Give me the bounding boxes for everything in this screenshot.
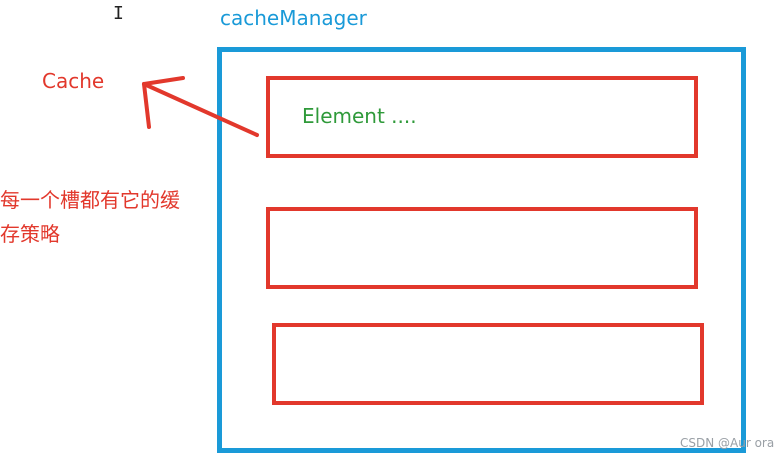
cache-policy-note: 每一个槽都有它的缓存策略 (0, 188, 180, 246)
cache-slot-2 (266, 207, 698, 289)
cache-label: Cache (42, 69, 105, 93)
arrow-head-lower (142, 82, 151, 129)
cache-slot-3 (272, 323, 704, 405)
cache-manager-title: cacheManager (220, 6, 367, 30)
cache-slot-1 (266, 76, 698, 158)
text-cursor-icon: I (113, 3, 124, 24)
arrow-head-upper (142, 76, 185, 86)
cache-manager-box (217, 47, 746, 453)
watermark: CSDN @Aur ora (680, 436, 775, 450)
element-label: Element .... (302, 104, 417, 128)
